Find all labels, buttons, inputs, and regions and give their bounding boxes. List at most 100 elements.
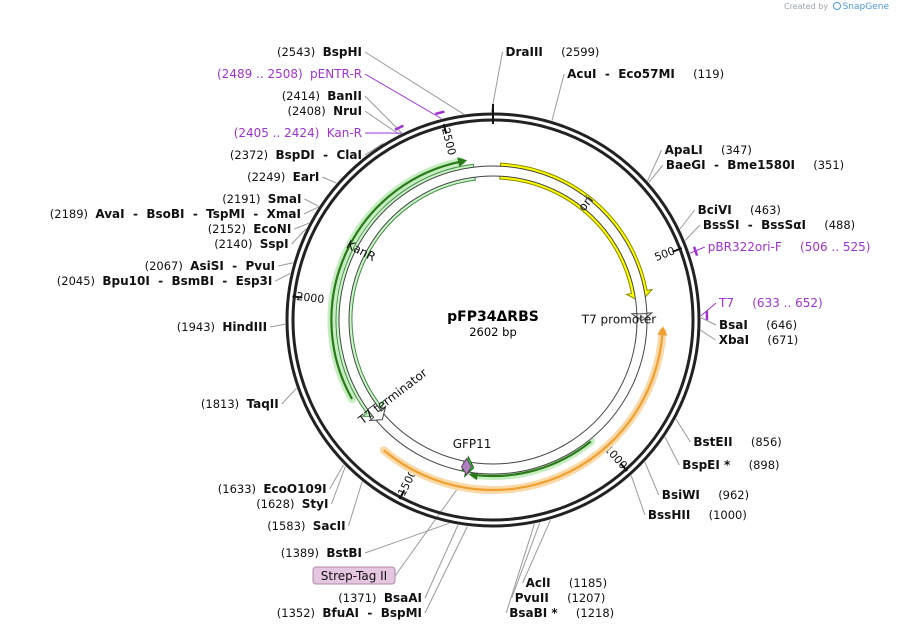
leader-line [364, 522, 450, 554]
site-name: Kan-R [327, 126, 362, 140]
site-position: (2372) [230, 148, 268, 162]
tick-label: 2000 [296, 290, 325, 306]
site-name: - [315, 148, 337, 162]
tick-mark [672, 247, 683, 253]
site-name: - [359, 606, 381, 620]
site-label: (2152) EcoNI [208, 222, 292, 236]
site-name: BsmBI [172, 274, 214, 288]
site-name: BspDI [275, 148, 314, 162]
site-position: (2189) [50, 207, 88, 221]
orf-line [474, 440, 592, 478]
site-label: (2543) BspHI [277, 45, 362, 59]
site-leader-lines [269, 51, 717, 614]
leader-line [630, 475, 646, 516]
site-position [700, 488, 718, 502]
orf-arrowhead [457, 157, 468, 168]
site-name: BstEII [693, 435, 732, 449]
leader-line [424, 526, 468, 614]
leader-line [322, 176, 337, 184]
site-position: (856) [751, 435, 782, 449]
site-label: (2414) BanII [282, 89, 362, 103]
site-position: (898) [749, 458, 780, 472]
leader-line [304, 198, 320, 207]
site-name: XbaI [719, 333, 749, 347]
strep-tag-marker [460, 457, 473, 476]
site-name: Esp3I [236, 274, 273, 288]
site-position [558, 606, 576, 620]
site-name: ClaI [336, 148, 361, 162]
leader-line [505, 523, 535, 614]
site-position: (1943) [177, 320, 215, 334]
site-label-text: (2067) AsiSI - PvuI [145, 259, 276, 273]
site-name: SspI [260, 237, 289, 251]
site-label: BaeGI - Bme1580I (351) [666, 158, 844, 172]
site-label: pBR322ori-F (506 .. 525) [708, 240, 871, 254]
site-position [268, 148, 275, 162]
site-name: - [214, 274, 236, 288]
site-position: (1633) [218, 482, 256, 496]
site-position: (1000) [709, 508, 747, 522]
primer-bar [394, 124, 404, 131]
site-position [260, 192, 267, 206]
feature-label: T7 promoter [581, 312, 657, 326]
site-position: (2414) [282, 89, 320, 103]
site-position [748, 318, 766, 332]
site-position [285, 170, 292, 184]
leader-line [294, 222, 310, 230]
site-name: BfuAI [322, 606, 359, 620]
site-label: (1943) HindIII [177, 320, 267, 334]
site-position: (506 .. 525) [800, 240, 870, 254]
tick-label: 2500 [439, 126, 458, 156]
site-name: SacII [313, 519, 346, 533]
leader-line [329, 464, 344, 490]
snapgene-watermark: Created by SnapGene [784, 2, 889, 12]
site-position [319, 546, 326, 560]
leader-line [522, 519, 551, 584]
leader-line [700, 317, 717, 326]
site-label-text: XbaI (671) [719, 333, 799, 347]
site-label: BspEI * (898) [682, 458, 779, 472]
site-label-text: (2405 .. 2424) Kan-R [234, 126, 362, 140]
strep-tag-leader [394, 482, 462, 577]
site-name: BspHI [323, 45, 362, 59]
site-label-text: AclI (1185) [526, 576, 608, 590]
leader-line [364, 51, 464, 115]
site-label: BssHII (1000) [648, 508, 747, 522]
site-label-text: (2045) Bpu10I - BsmBI - Esp3I [57, 274, 273, 288]
site-name: BciVI [698, 203, 732, 217]
site-name: HindIII [222, 320, 267, 334]
site-name: AsiSI [190, 259, 224, 273]
site-name: - [706, 158, 728, 172]
site-position [549, 591, 567, 605]
site-name: T7 [718, 296, 734, 310]
site-name: BsoBI [146, 207, 184, 221]
site-label: (2249) EarI [247, 170, 319, 184]
site-position [88, 207, 95, 221]
site-label: (2372) BspDI - ClaI [230, 148, 362, 162]
site-label-text: BssHII (1000) [648, 508, 747, 522]
leader-line [551, 73, 565, 121]
site-position: (1628) [256, 497, 294, 511]
site-position [95, 274, 102, 288]
orf-line [383, 332, 664, 492]
site-position [543, 45, 561, 59]
leader-line [679, 209, 695, 230]
site-label-text: (2414) BanII [282, 89, 362, 103]
leader-line [675, 418, 691, 443]
site-name: StyI [302, 497, 329, 511]
leader-line [281, 387, 297, 405]
primer-bar [435, 110, 445, 116]
leader-line [700, 329, 716, 341]
site-name: BsaAI [384, 591, 422, 605]
site-position: (962) [718, 488, 749, 502]
site-label: BstEII (856) [693, 435, 781, 449]
site-position [734, 296, 752, 310]
site-position [730, 458, 748, 472]
site-label: BssSI - BssSαI (488) [703, 218, 855, 232]
leader-line [644, 461, 660, 496]
site-label: (2140) SspI [214, 237, 288, 251]
leader-line [647, 149, 663, 182]
site-position: (2489 .. 2508) [217, 67, 303, 81]
leader-line [275, 272, 291, 282]
